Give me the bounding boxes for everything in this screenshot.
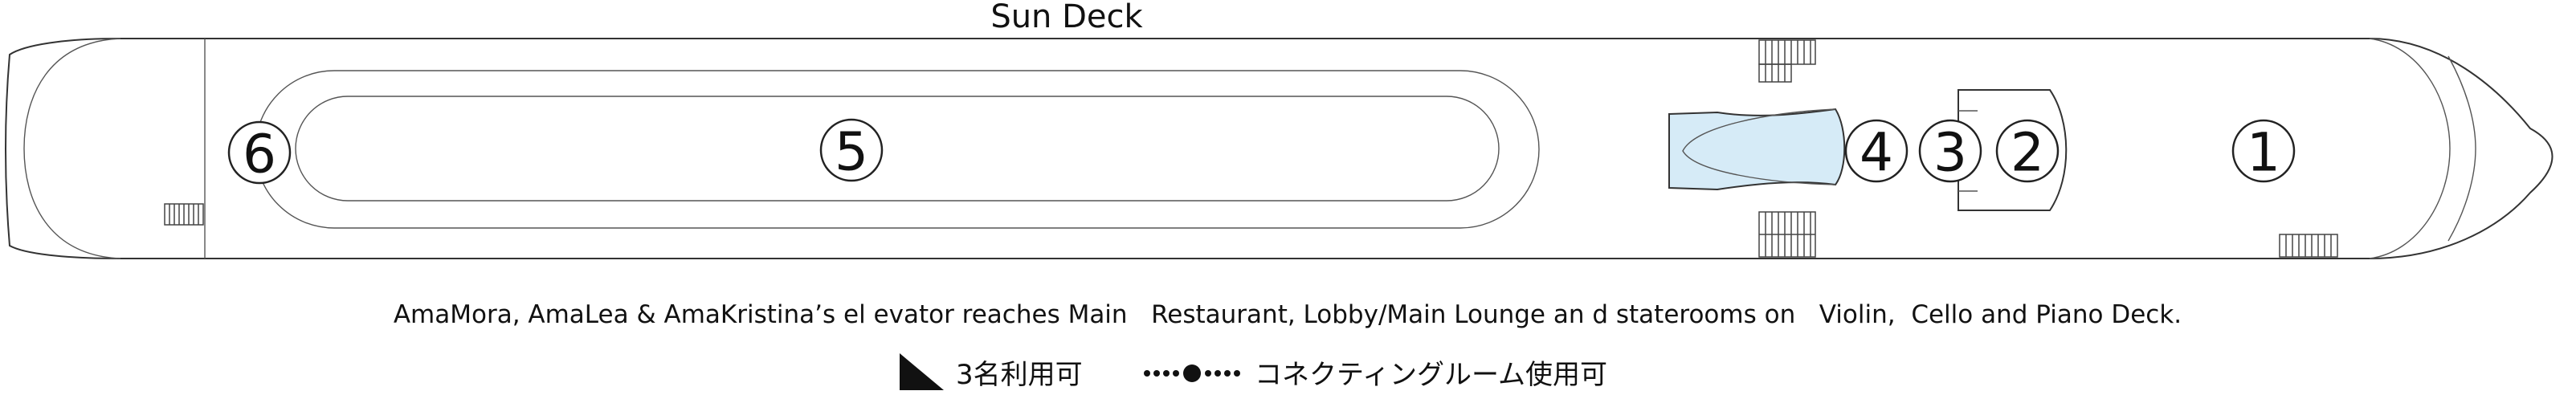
stair-top <box>1758 39 1816 65</box>
area-marker-5: 5 <box>819 118 884 183</box>
area-label-6: 6 <box>243 124 276 185</box>
area-label-5: 5 <box>835 121 868 183</box>
sun-canopy-curve <box>1682 108 1836 185</box>
elevator-caption: AmaMora, AmaLea & AmaKristina’s el evato… <box>394 300 2182 329</box>
stair-top-lower <box>1758 63 1792 83</box>
area-marker-4: 4 <box>1844 119 1909 184</box>
bow-tip-curve <box>2447 55 2476 242</box>
area-marker-3: 3 <box>1918 119 1982 184</box>
area-label-1: 1 <box>2247 122 2280 184</box>
area-label-4: 4 <box>1860 122 1893 184</box>
area-label-2: 2 <box>2011 122 2044 184</box>
walking-track-inner <box>295 96 1500 202</box>
walking-track-outer <box>255 70 1540 229</box>
legend-connecting-label: コネクティングルーム使用可 <box>1255 359 1607 391</box>
sun-canopy-shape <box>1668 108 1846 191</box>
deck-title: Sun Deck <box>990 0 1143 35</box>
stair-bottom <box>1758 211 1816 258</box>
legend-three-person-label: 3名利用可 <box>956 359 1083 391</box>
connecting-room-icon <box>1144 364 1240 382</box>
stern-curve <box>23 38 121 259</box>
stair-bow <box>2279 234 2338 258</box>
triangle-icon <box>900 353 944 390</box>
area-marker-2: 2 <box>1995 119 2060 184</box>
hull-outline <box>5 38 2554 259</box>
area-label-3: 3 <box>1933 122 1967 184</box>
area-marker-6: 6 <box>227 120 292 185</box>
wheelhouse-outline <box>1958 89 2068 211</box>
area-marker-1: 1 <box>2231 119 2296 184</box>
stair-stern <box>164 203 204 226</box>
bow-curve <box>2369 38 2451 259</box>
